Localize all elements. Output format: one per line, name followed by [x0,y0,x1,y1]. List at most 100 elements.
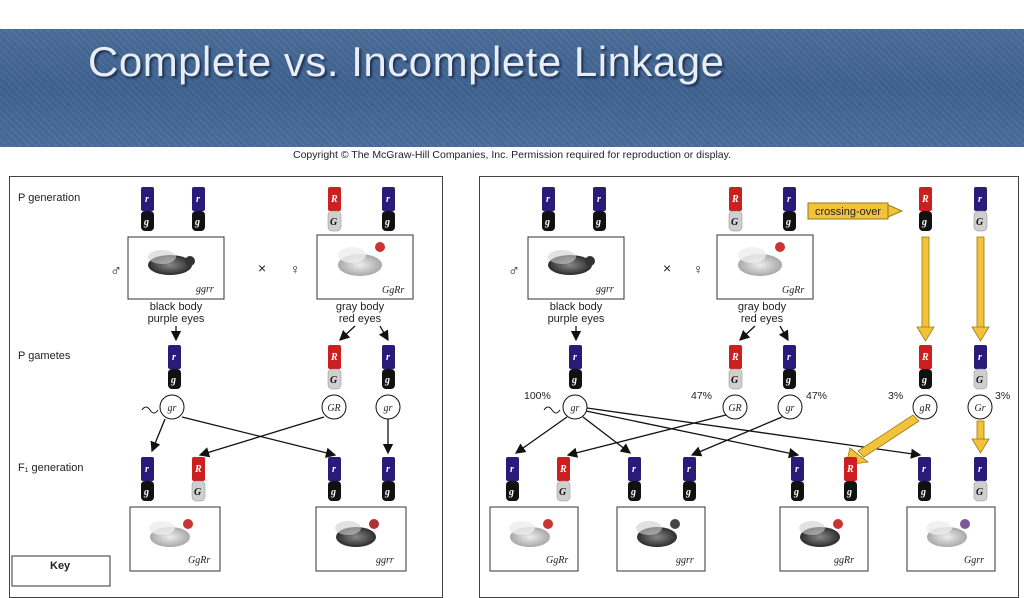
complete-linkage-diagram: P generation P gametes F₁ generation gr … [11,187,414,587]
chromosome-rg: rg [141,457,154,501]
svg-text:r: r [386,352,390,363]
fly-black-icon [799,519,843,547]
svg-text:r: r [795,464,799,475]
svg-text:r: r [386,194,390,205]
crossing-over-arrowhead [887,204,904,218]
chromosome-Rg: Rg [919,187,932,231]
svg-text:r: r [687,464,691,475]
chromosome-rg: rg [382,457,395,501]
svg-text:G: G [731,375,739,386]
chromosome-rg: rg [382,345,395,389]
fly-gray-icon [738,242,785,276]
genotype-label: ggrr [196,284,214,295]
svg-text:r: r [145,464,149,475]
complete-linkage-panel: P generation P gametes F₁ generation gr … [9,176,443,598]
svg-text:g: g [921,375,927,386]
chromosome-rG: rG [973,187,988,232]
svg-text:r: r [546,194,550,205]
svg-text:r: r [172,352,176,363]
chromosome-rg: rg [506,457,519,501]
genotype-label: GgRr [546,555,568,566]
svg-text:R: R [559,464,567,475]
arrow [739,325,756,341]
chromosome-rg: rg [382,187,395,231]
crossing-over-label: crossing-over [815,206,881,218]
gamete-circle [321,394,347,420]
chromosome-rg: rg [918,457,931,501]
svg-text:R: R [330,352,338,363]
fly-box-black [127,236,225,300]
genotype-label: Ggrr [964,555,984,566]
gamete-label: gr [786,403,795,414]
chromosome-rg: rg [791,457,804,501]
phenotype-gray-body: gray body [738,301,787,313]
arrow [339,325,356,341]
fly-box-gray [716,234,814,300]
cross-symbol: × [663,260,671,276]
percent-label: 47% [691,390,712,402]
gamete-label: gr [384,403,393,414]
slide-title: Complete vs. Incomplete Linkage [88,38,725,85]
svg-text:R: R [921,194,929,205]
svg-text:g: g [921,217,927,228]
svg-text:R: R [731,194,739,205]
p-generation-label: P generation [18,192,80,204]
p-gametes-label: P gametes [18,350,71,362]
svg-text:r: r [145,194,149,205]
svg-text:g: g [143,487,149,498]
genotype-label: GgRr [382,285,404,296]
female-symbol: ♀ [290,261,301,277]
phenotype-purple-eyes: purple eyes [548,313,605,325]
genotype-label: ggrr [376,555,394,566]
fly-black-icon [335,519,379,547]
percent-label: 100% [524,390,551,402]
svg-text:r: r [632,464,636,475]
gamete-label: gr [571,403,580,414]
fly-gray-icon [926,519,970,547]
percent-label: 47% [806,390,827,402]
chromosome-rG: rG [973,345,988,390]
chromosome-rg: rg [783,345,796,389]
svg-text:r: r [597,194,601,205]
svg-text:g: g [384,375,390,386]
svg-text:r: r [787,194,791,205]
arrow [778,325,789,342]
svg-text:g: g [571,375,577,386]
arrow [566,414,727,458]
chromosome-rg: rg [168,345,181,389]
fly-black-icon [548,250,595,275]
svg-text:R: R [731,352,739,363]
chromosome-rG: rG [973,457,988,502]
genotype-label: GgRr [188,555,210,566]
svg-text:r: r [510,464,514,475]
svg-text:G: G [976,487,984,498]
svg-text:g: g [544,217,550,228]
svg-text:g: g [194,217,200,228]
svg-text:R: R [846,464,854,475]
svg-text:r: r [332,464,336,475]
sperm-tail [543,406,561,414]
svg-text:R: R [330,194,338,205]
fly-gray-icon [338,242,385,276]
arrow [582,416,632,454]
svg-text:g: g [785,217,791,228]
gamete-label: GR [327,403,340,414]
svg-text:r: r [978,194,982,205]
svg-text:g: g [508,487,514,498]
gamete-circle [562,394,588,420]
phenotype-gray-body: gray body [336,301,385,313]
chromosome-rg: rg [783,187,796,231]
chromosome-RG: RG [327,345,342,390]
phenotype-purple-eyes: purple eyes [148,313,205,325]
svg-text:G: G [330,375,338,386]
gamete-circle [912,394,938,420]
svg-text:r: r [922,464,926,475]
male-symbol: ♂ [110,263,122,280]
svg-text:g: g [384,487,390,498]
arrow [378,325,389,342]
female-symbol: ♀ [693,261,704,277]
chromosome-rg: rg [628,457,641,501]
fly-black-icon [636,519,680,547]
svg-text:G: G [731,217,739,228]
